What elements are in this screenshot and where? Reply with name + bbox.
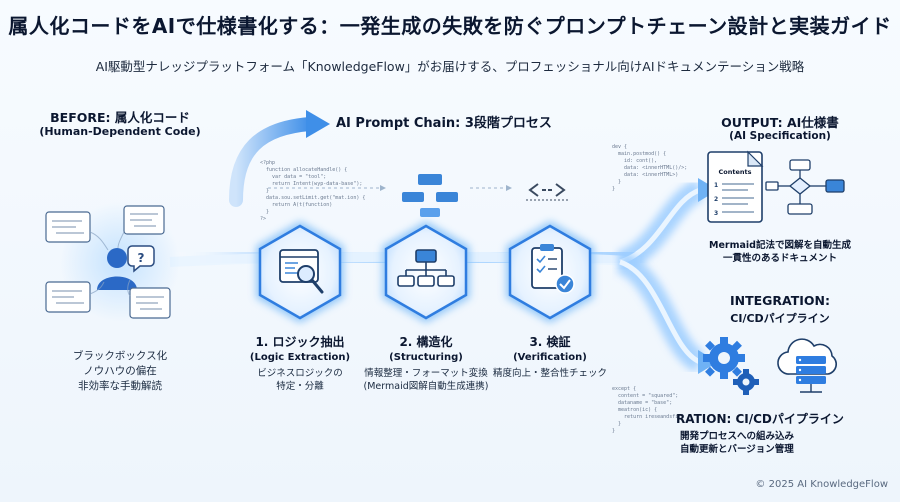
before-desc-line: ノウハウの偏在 — [83, 365, 157, 377]
step-desc: 特定・分離 — [276, 381, 324, 392]
person-icon — [97, 248, 137, 290]
output-desc-line: Mermaid記法で図解を自動生成 — [709, 240, 851, 251]
integration-description: 開発プロセスへの組み込み 自動更新とバージョン管理 — [676, 430, 856, 456]
step-3-label: 3. 検証 (Verification) 精度向上・整合性チェック — [486, 333, 614, 380]
page-title: 属人化コードをAIで仕様書化する：一発生成の失敗を防ぐプロンプトチェーン設計と実… — [8, 14, 892, 38]
svg-text:1: 1 — [714, 182, 718, 189]
output-title-en: (AI Specification) — [729, 130, 831, 142]
doc-heading: Contents — [718, 168, 752, 176]
svg-text:2: 2 — [714, 196, 718, 203]
step-desc: ビジネスロジックの — [257, 368, 343, 379]
svg-text:?: ? — [138, 251, 145, 265]
step-title-en: (Verification) — [513, 352, 587, 363]
integration-desc-line: 自動更新とバージョン管理 — [680, 444, 794, 455]
svg-text:3: 3 — [714, 210, 718, 217]
code-snippet-bottom: except { content = "squared"; dataname =… — [612, 386, 685, 434]
step-2-label: 2. 構造化 (Structuring) 情報整理・フォーマット変換 (Merm… — [348, 333, 504, 393]
integration-desc-line: 開発プロセスへの組み込み — [680, 431, 795, 442]
stream-to-integration — [615, 251, 706, 373]
step-title-en: (Logic Extraction) — [249, 352, 351, 363]
footer-copyright: © 2025 AI KnowledgeFlow — [755, 479, 888, 490]
integration-title: INTEGRATION: — [729, 293, 831, 308]
before-title: BEFORE: 属人化コード — [50, 110, 190, 125]
step-desc: (Mermaid図解自動生成連携) — [363, 381, 489, 392]
before-desc-line: ブラックボックス化 — [72, 350, 168, 362]
spec-document-icon: 1 2 3 — [707, 150, 764, 223]
output-description: Mermaid記法で図解を自動生成 一貫性のあるドキュメント — [680, 239, 880, 265]
hierarchy-icon — [402, 174, 458, 217]
step-1-label: 1. ロジック抽出 (Logic Extraction) ビジネスロジックの 特… — [232, 333, 368, 393]
prompt-chain-arrow — [229, 117, 317, 207]
code-snippet-php: <?php function allocateHandle() { var da… — [260, 160, 366, 222]
gears-icon — [703, 337, 759, 395]
page-subtitle: AI駆動型ナレッジプラットフォーム「KnowledgeFlow」がお届けする、プ… — [95, 59, 805, 74]
before-title-en: (Human-Dependent Code) — [39, 125, 201, 138]
step-desc: 精度向上・整合性チェック — [492, 368, 607, 379]
before-description: ブラックボックス化 ノウハウの偏在 非効率な手動解読 — [50, 349, 190, 394]
before-desc-line: 非効率な手動解読 — [78, 380, 162, 392]
org-chart-icon — [397, 249, 455, 287]
step-title: 1. ロジック抽出 — [255, 335, 345, 349]
flowchart-icon — [765, 159, 845, 215]
magnifier-document-icon — [279, 249, 324, 294]
step-title: 2. 構造化 — [399, 335, 453, 349]
integration-title-2: CI/CDパイプライン — [730, 312, 830, 325]
checklist-icon — [531, 244, 575, 294]
step-title: 3. 検証 — [529, 335, 571, 349]
output-title: OUTPUT: AI仕様書 — [721, 115, 839, 130]
cloud-server-icon — [777, 338, 837, 393]
step-title-en: (Structuring) — [389, 352, 463, 363]
code-brackets-icon — [526, 183, 568, 201]
question-bubble-icon: ? — [127, 245, 155, 273]
chain-title: AI Prompt Chain: 3段階プロセス — [336, 116, 552, 131]
step-desc: 情報整理・フォーマット変換 — [364, 368, 488, 379]
output-desc-line: 一貫性のあるドキュメント — [722, 253, 837, 264]
integration-label: RATION: CI/CDパイプライン — [676, 412, 844, 426]
code-snippet-top: dev { main.postmod() { id: cont(), data:… — [612, 144, 688, 192]
